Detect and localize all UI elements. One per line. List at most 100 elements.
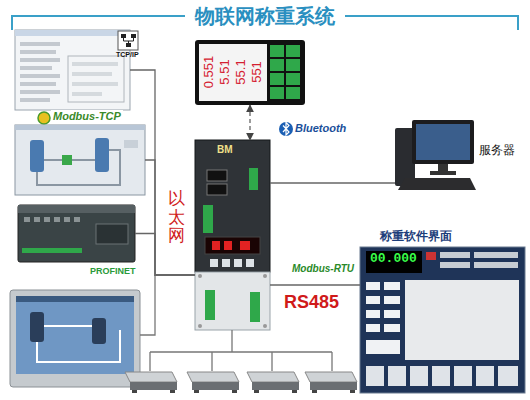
scada-screenshot bbox=[15, 125, 145, 130]
platform-scale bbox=[305, 372, 357, 382]
plc-unit bbox=[96, 224, 128, 244]
touch-display bbox=[270, 59, 284, 71]
weighing-software-screen bbox=[366, 310, 380, 318]
platform-scale bbox=[192, 382, 239, 390]
touch-display bbox=[286, 87, 300, 99]
weighing-software-screen bbox=[498, 366, 518, 386]
software-screenshot: TCP/IP bbox=[15, 30, 130, 110]
node-text: 服务器 bbox=[479, 144, 515, 158]
server-computer bbox=[416, 124, 470, 160]
weighing-software-screen bbox=[388, 366, 406, 386]
weighing-software-screen bbox=[360, 247, 525, 393]
touch-display bbox=[195, 40, 305, 105]
weighing-device bbox=[212, 241, 250, 250]
node-text: TCP/IP bbox=[116, 51, 139, 59]
weighing-device bbox=[210, 259, 254, 267]
weighing-software-screen bbox=[440, 262, 470, 268]
platform-scale bbox=[252, 382, 299, 390]
plc-unit bbox=[64, 217, 70, 222]
connector-line bbox=[145, 160, 195, 275]
server-computer: 服务器 bbox=[395, 118, 520, 192]
weighing-device bbox=[249, 168, 258, 190]
tcpip-icon bbox=[131, 34, 136, 38]
server-computer bbox=[438, 164, 448, 172]
plc-unit bbox=[18, 205, 135, 262]
platform-scale bbox=[305, 372, 357, 393]
connector-line bbox=[249, 105, 250, 140]
pc-software-screenshot bbox=[72, 92, 102, 96]
hmi-panel bbox=[16, 296, 134, 374]
touch-display bbox=[286, 45, 300, 57]
text-label: Modbus-RTU bbox=[290, 263, 356, 275]
scada-screenshot: Modbus-TCP bbox=[15, 125, 145, 195]
platform-scale bbox=[232, 390, 237, 393]
plc-unit bbox=[24, 217, 30, 222]
weighing-software-screen bbox=[440, 252, 518, 268]
tcpip-icon bbox=[124, 38, 134, 43]
hmi-panel bbox=[16, 296, 134, 302]
tcpip-icon bbox=[121, 34, 126, 38]
touch-display bbox=[199, 44, 267, 101]
hmi-panel bbox=[30, 312, 44, 342]
modbus-logo bbox=[38, 112, 50, 124]
pc-software-screenshot bbox=[20, 42, 60, 102]
weighing-software-screen bbox=[366, 251, 422, 273]
weighing-device bbox=[205, 290, 215, 320]
platform-scale bbox=[292, 390, 297, 393]
tcpip-icon bbox=[118, 31, 138, 50]
weighing-device bbox=[198, 274, 202, 278]
connector-line bbox=[270, 182, 395, 183]
server-computer bbox=[398, 178, 476, 190]
pc-software-screenshot bbox=[72, 62, 118, 96]
text-label: 以太网 bbox=[168, 190, 185, 246]
plc-unit: PROFINET bbox=[18, 205, 135, 262]
weighing-device bbox=[240, 241, 250, 250]
weighing-device bbox=[203, 205, 213, 233]
scada-screenshot bbox=[62, 155, 72, 165]
weighing-software-screen bbox=[366, 282, 400, 354]
pc-software-screenshot bbox=[20, 98, 50, 102]
node-text: 5.51 bbox=[218, 59, 233, 84]
node-text: BM bbox=[217, 144, 233, 156]
platform-scale bbox=[187, 372, 239, 393]
platform-scale bbox=[310, 382, 357, 390]
hmi-panel bbox=[92, 318, 106, 344]
weighing-software-screen bbox=[474, 262, 518, 268]
weighing-device bbox=[222, 259, 230, 267]
touch-display: 0.5515.5155.1551 bbox=[195, 40, 305, 105]
platform-scale bbox=[125, 372, 177, 382]
weighing-software-screen bbox=[410, 366, 428, 386]
node-text: 00.000 bbox=[368, 252, 419, 267]
plc-unit bbox=[34, 217, 40, 222]
server-computer bbox=[395, 120, 476, 190]
plc-unit bbox=[54, 217, 60, 222]
weighing-device bbox=[195, 140, 270, 272]
platform-scale bbox=[187, 372, 239, 382]
weighing-software-screen bbox=[366, 282, 380, 290]
server-computer bbox=[412, 120, 474, 164]
touch-display bbox=[286, 59, 300, 71]
weighing-device bbox=[212, 241, 220, 250]
pc-software-screenshot bbox=[20, 58, 60, 62]
plc-unit bbox=[24, 217, 80, 222]
hmi-panel bbox=[37, 326, 120, 362]
weighing-software-screen bbox=[384, 296, 400, 304]
weighing-device bbox=[234, 259, 242, 267]
touch-display bbox=[270, 73, 284, 85]
touch-display bbox=[286, 73, 300, 85]
platform-scale bbox=[132, 390, 137, 393]
platform-scale bbox=[125, 372, 177, 393]
bluetooth-icon bbox=[283, 123, 289, 136]
platform-scale bbox=[130, 382, 177, 390]
pc-software-screenshot bbox=[20, 74, 60, 78]
weighing-device bbox=[246, 259, 254, 267]
touch-display bbox=[270, 45, 284, 57]
weighing-software-screen bbox=[366, 324, 380, 332]
node-text: 551 bbox=[250, 61, 265, 83]
text-label: RS485 bbox=[284, 292, 339, 313]
text-label: Bluetooth bbox=[295, 122, 346, 135]
scada-screenshot bbox=[30, 140, 44, 172]
pc-software-screenshot bbox=[20, 90, 60, 94]
plc-unit bbox=[44, 217, 50, 222]
pc-software-screenshot bbox=[72, 62, 118, 66]
